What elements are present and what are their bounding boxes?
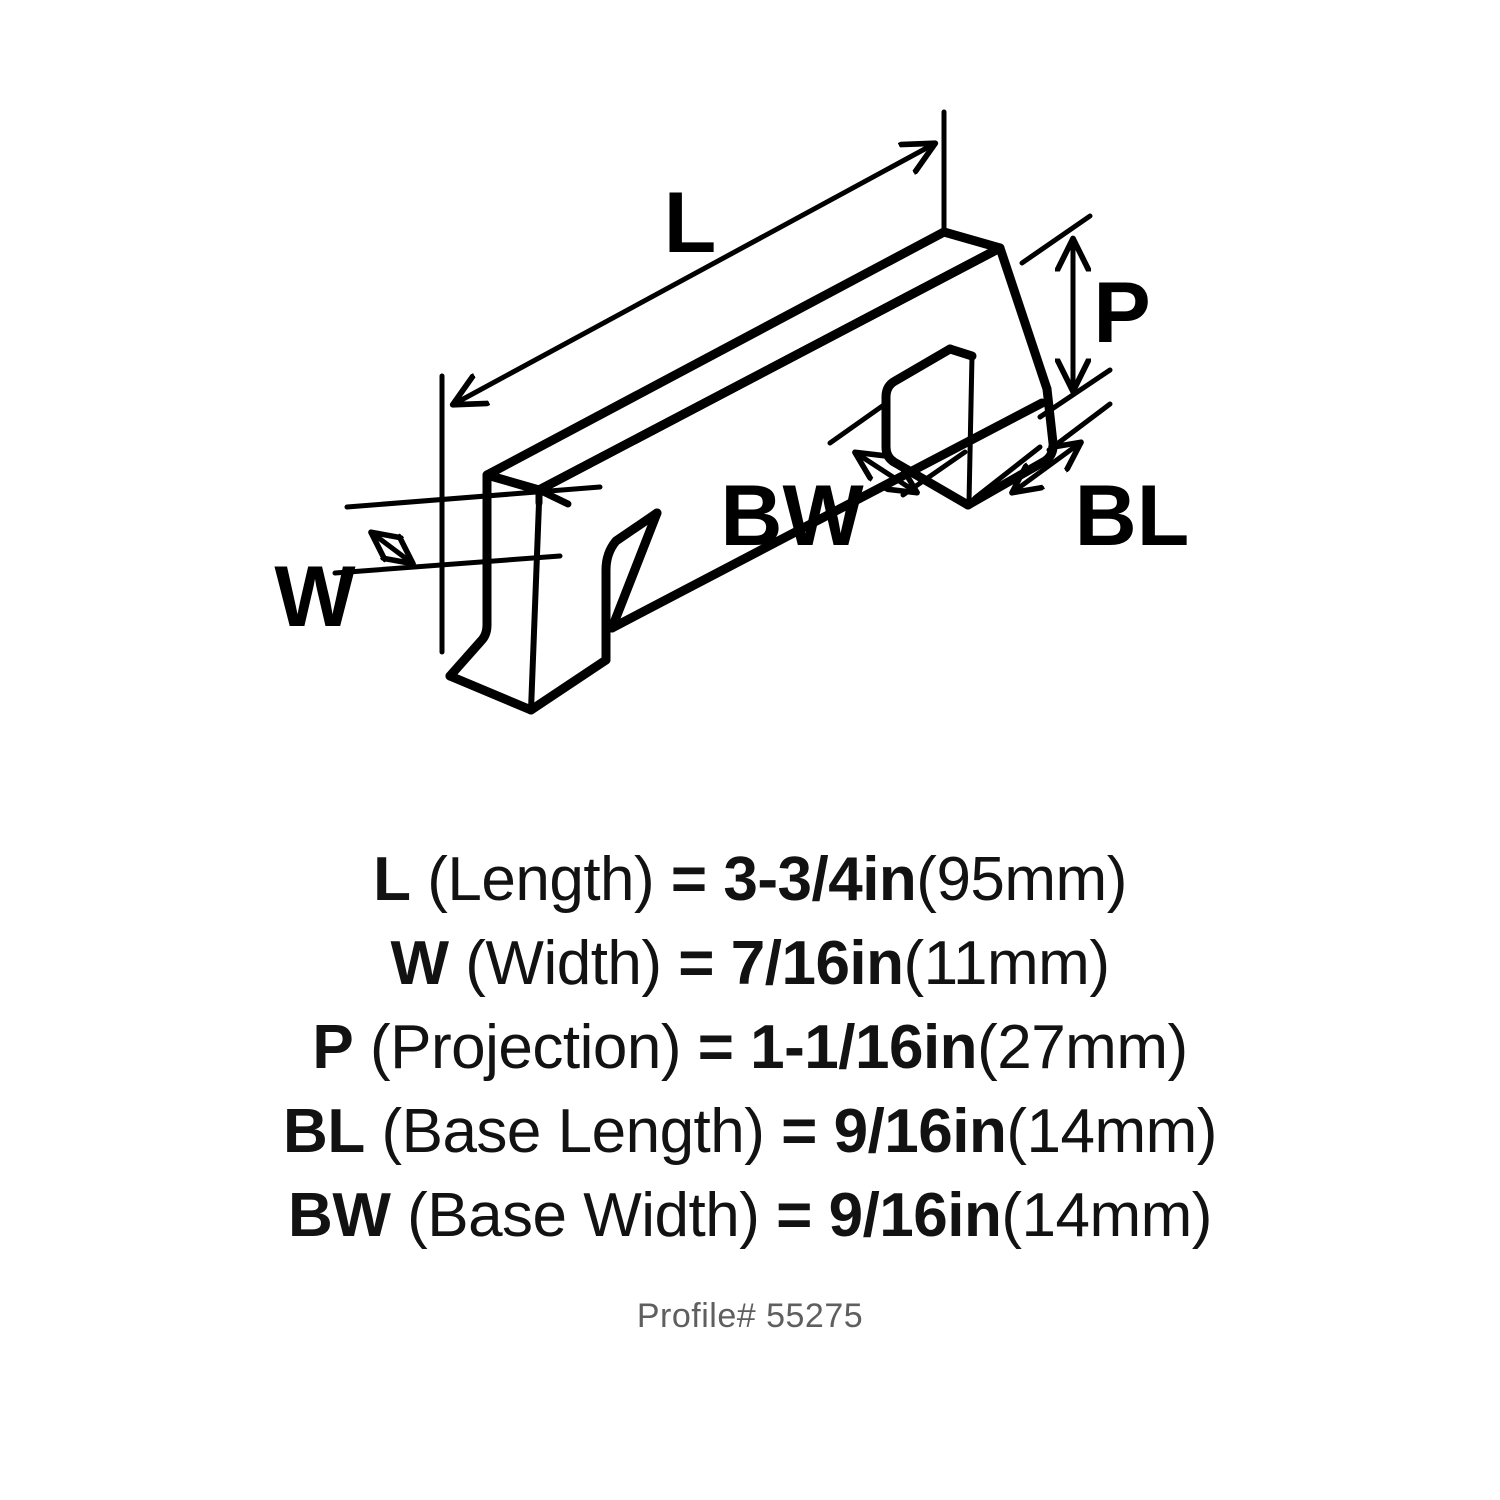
spec-key: P [312,1013,354,1082]
spec-equals: = [670,845,707,914]
spec-value: 3-3/4in [723,845,917,914]
left-leg-base-right-edge [526,655,611,715]
dimension-label-BL: BL [1075,468,1190,564]
BW-extension-line-left [827,399,891,446]
W-dimension-arrow [372,533,412,563]
left-leg-elbow-to-bar [607,508,662,633]
right-leg-inner-crease [966,353,975,505]
spec-metric: (95mm) [916,845,1127,914]
spec-equals: = [781,1097,817,1166]
spec-name: (Base Width) [407,1181,760,1250]
left-leg-front-crease [528,500,542,713]
W-extension-line-lower [332,553,563,576]
left-leg-base-left-edge [445,671,536,715]
right-leg-inner-top-edge [945,344,977,361]
spec-value: 1-1/16in [750,1013,978,1082]
spec-key: BW [288,1181,391,1250]
bar-front-face-top-edge [534,243,1005,495]
spec-name: (Base Length) [381,1097,765,1166]
W-extension-line-upper [344,484,603,510]
handle-technical-drawing: L W P BW [274,109,1190,715]
spec-key: BL [283,1097,365,1166]
spec-name: (Width) [465,929,662,998]
spec-value: 7/16in [730,929,904,998]
dimension-label-P: P [1093,265,1150,361]
spec-value: 9/16in [828,1181,1002,1250]
dimension-label-BW: BW [720,468,864,564]
drawing-canvas: L W P BW [274,109,1190,715]
profile-number: Profile# 55275 [636,1297,864,1335]
spec-row-base-length: BL (Base Length) = 9/16in(14mm) [0,1090,1500,1174]
spec-row-projection: P (Projection) = 1-1/16in(27mm) [0,1006,1500,1090]
dimension-BW [827,399,968,498]
specification-list: L (Length) = 3-3/4in(95mm) W (Width) = 7… [0,838,1500,1258]
spec-value: 9/16in [833,1097,1007,1166]
P-extension-line-top [1019,213,1093,266]
dimension-label-W: W [274,549,356,645]
spec-row-length: L (Length) = 3-3/4in(95mm) [0,838,1500,922]
dimension-P [1019,213,1113,420]
spec-metric: (11mm) [903,929,1110,998]
left-leg-left-contour [445,470,492,681]
dimension-BL [972,401,1113,501]
right-end-outer-edge [995,243,1052,394]
spec-equals: = [776,1181,812,1250]
spec-row-width: W (Width) = 7/16in(11mm) [0,922,1500,1006]
dimension-L [439,109,947,655]
spec-name: (Length) [427,845,655,914]
BL-dimension-arrow [1013,443,1080,492]
spec-equals: = [697,1013,734,1082]
left-leg-right-contour [601,508,662,665]
spec-equals: = [678,929,715,998]
L-dimension-arrow [454,144,934,404]
spec-key: L [373,845,411,914]
spec-metric: (27mm) [977,1013,1188,1082]
left-leg-shoulder-face [483,471,543,507]
dimension-label-L: L [664,175,717,271]
spec-metric: (14mm) [1006,1097,1217,1166]
spec-name: (Projection) [369,1013,682,1082]
spec-key: W [390,929,450,998]
spec-row-base-width: BW (Base Width) = 9/16in(14mm) [0,1174,1500,1258]
spec-metric: (14mm) [1001,1181,1212,1250]
dimension-W [332,484,603,576]
BW-dimension-arrow [856,453,916,492]
